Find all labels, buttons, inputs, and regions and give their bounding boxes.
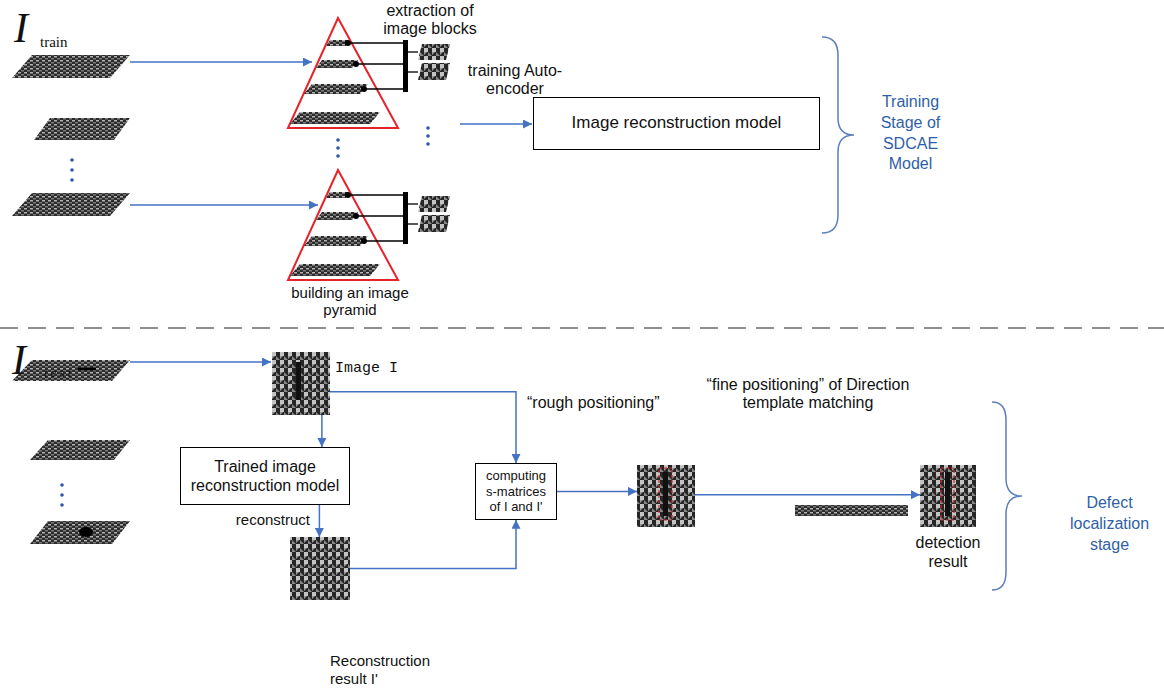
test-images: [78, 368, 96, 371]
layout-arrow: [130, 361, 271, 363]
stage-separator: [0, 327, 1164, 328]
ellipsis-dots: [426, 142, 430, 146]
training-images: [70, 158, 74, 162]
test-images: [30, 521, 130, 544]
training-images: [12, 193, 130, 216]
fabric-image: [663, 472, 668, 516]
ellipsis-dots: [336, 146, 340, 150]
process-box: Image reconstruction model: [533, 97, 820, 150]
stage-label: Defect localization stage: [1062, 493, 1157, 555]
fabric-image: [296, 362, 301, 400]
ellipsis-dots: [336, 126, 430, 158]
image-node: detection result: [920, 465, 976, 527]
fabric-image: [659, 468, 672, 520]
fabric-image: [920, 465, 976, 527]
flow-arrow: [695, 494, 920, 496]
flow-arrow: [330, 392, 516, 463]
box-text: Trained image reconstruction model: [187, 457, 343, 495]
step-label: extraction of image blocks: [378, 2, 482, 39]
image-caption: detection result: [912, 533, 984, 571]
symbol-letter: I: [14, 4, 28, 52]
ellipsis-dots: [336, 154, 340, 158]
ellipsis-dots: [336, 138, 340, 142]
direction-template: [795, 505, 908, 516]
test-images: [60, 503, 64, 507]
fabric-image: [272, 352, 330, 415]
image-node: Reconstruction result I': [290, 537, 350, 600]
curly-bracket: [822, 37, 854, 233]
image-caption: “rough positioning”: [527, 393, 660, 412]
subscript: test: [44, 366, 74, 381]
layout-arrow: [130, 61, 312, 63]
image-node: Image I: [272, 352, 330, 415]
symbol-letter: I: [12, 336, 26, 384]
training-images: [12, 55, 130, 78]
layout-arrow: [460, 123, 532, 125]
edge-label: reconstruct: [198, 511, 312, 528]
edge-label: “fine positioning” of Direction template…: [698, 376, 918, 413]
step-label: training Auto-encoder: [458, 62, 572, 99]
test-images: [30, 440, 130, 460]
stage-label: Training Stage of SDCAE Model: [868, 92, 953, 175]
flow-arrow: [350, 520, 516, 569]
test-images: [12, 360, 130, 381]
ellipsis-dots: [426, 126, 430, 130]
flow-arrow: [321, 415, 323, 447]
test-images: [60, 493, 64, 497]
fabric-image: [272, 352, 330, 415]
box-text: computing s-matrices of I and I': [482, 468, 550, 515]
layout-arrow: [130, 62, 532, 362]
image-caption: Image I: [335, 360, 398, 378]
process-box: Trained image reconstruction model: [180, 447, 350, 505]
fabric-image: [637, 465, 695, 527]
subscript: train: [40, 34, 68, 51]
fabric-image: [290, 537, 350, 600]
flow-arrow: [319, 505, 321, 537]
test-images: [79, 527, 93, 537]
fabric-image: [290, 537, 350, 600]
process-box: computing s-matrices of I and I': [475, 463, 557, 520]
curly-bracket: [992, 402, 1022, 590]
training-images: [34, 118, 130, 140]
training-images: [70, 168, 74, 172]
training-images: [70, 178, 74, 182]
test-images: [60, 483, 64, 487]
fabric-image: [945, 472, 950, 516]
image-node: “rough positioning”: [637, 465, 695, 527]
training-images: [12, 55, 130, 216]
image-pyramid: [288, 170, 450, 280]
flow-arrow: [557, 491, 637, 493]
layout-arrow: [130, 204, 318, 206]
fabric-image: [941, 468, 954, 520]
test-images: [12, 360, 130, 544]
image-caption: Reconstruction result I': [330, 652, 470, 688]
step-label: building an image pyramid: [272, 285, 428, 318]
ellipsis-dots: [426, 134, 430, 138]
fabric-image: [920, 465, 976, 527]
fabric-image: [637, 465, 695, 527]
box-text: Image reconstruction model: [572, 113, 782, 133]
